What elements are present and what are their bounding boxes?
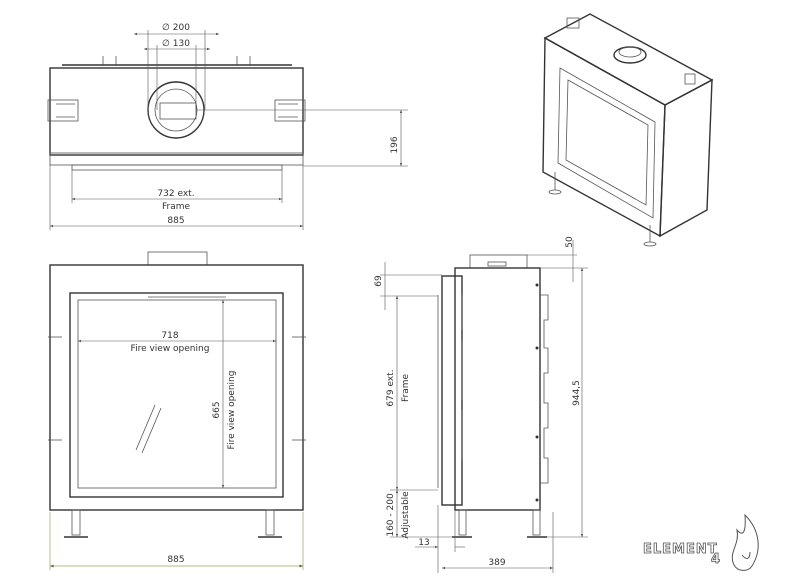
- element4-logo: ELEMENT 4: [643, 513, 759, 571]
- side-view: 50 944,5 69 679 ext. Frame 160 - 200 Adj…: [374, 236, 588, 573]
- frame-height-dim: 679 ext.: [386, 369, 396, 406]
- opening-height-label: Fire view opening: [227, 371, 237, 450]
- top-offset-dim: 69: [374, 275, 384, 287]
- front-view: 718 Fire view opening 665 Fire view open…: [48, 251, 306, 570]
- frame-width-dim: 732 ext.: [157, 189, 194, 199]
- flue-height-dim: 50: [565, 236, 575, 248]
- legs: [64, 509, 282, 538]
- leg-height-dim: 160 - 200: [386, 493, 396, 537]
- depth-dim: 389: [488, 558, 505, 568]
- opening-height-dim: 665: [212, 401, 222, 418]
- leg-adjustable-label: Adjustable: [401, 491, 411, 539]
- top-view: ∅ 200 ∅ 130 196 732 ext. Frame 885: [47, 23, 408, 230]
- top-total-width-dim: 885: [167, 216, 184, 226]
- front-total-width-dim: 885: [167, 555, 184, 565]
- frame-offset-dim: 13: [418, 538, 429, 548]
- svg-text:ELEMENT: ELEMENT: [643, 542, 718, 557]
- opening-width-dim: 718: [161, 331, 178, 341]
- flue-outer-diameter: ∅ 200: [162, 23, 190, 33]
- top-height-dim: 196: [390, 136, 400, 153]
- total-height-dim: 944,5: [572, 380, 582, 406]
- flue-inner-diameter: ∅ 130: [162, 39, 190, 49]
- flame-icon: [731, 513, 759, 571]
- side-frame-label: Frame: [401, 374, 411, 403]
- svg-text:4: 4: [711, 552, 721, 567]
- opening-width-label: Fire view opening: [131, 344, 210, 354]
- isometric-view: [542, 13, 714, 247]
- frame-label: Frame: [162, 202, 191, 212]
- flue-collar: [147, 81, 205, 139]
